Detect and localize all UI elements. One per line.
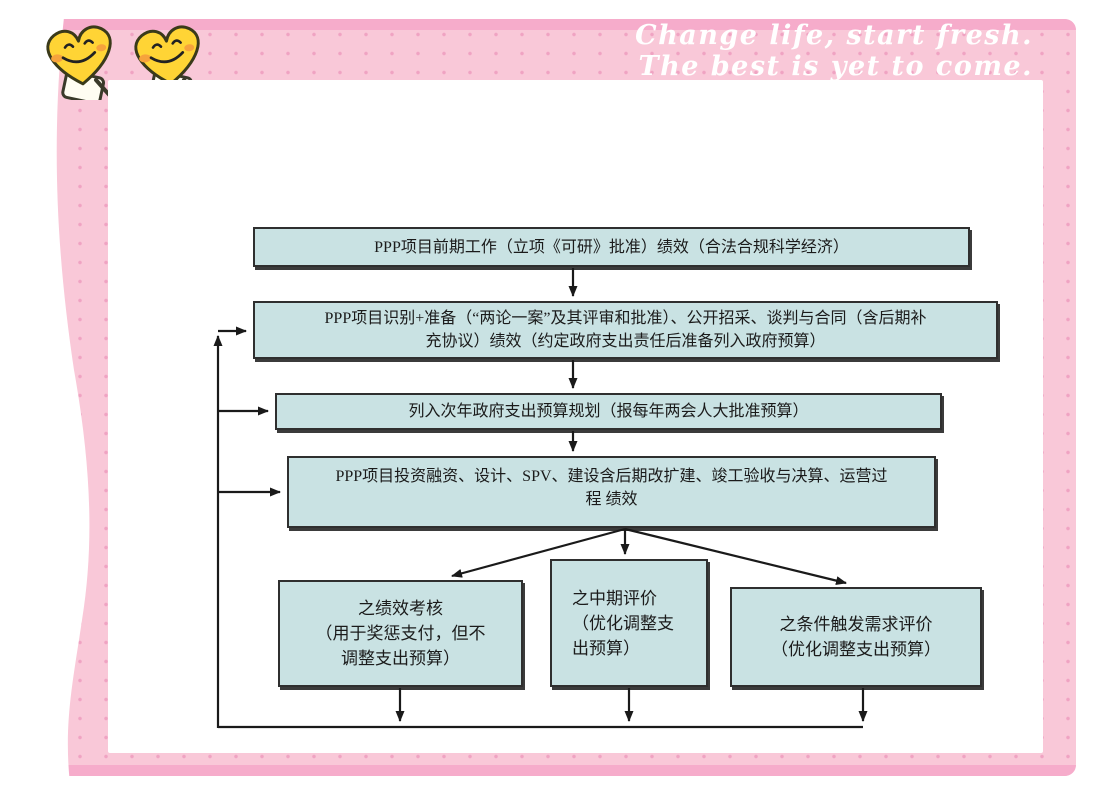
flow-box-condition-triggered-evaluation: 之条件触发需求评价 （优化调整支出预算） [730,587,982,687]
flow-box-midterm-evaluation: 之中期评价 （优化调整支 出预算） [550,559,708,687]
left-wave-decoration [0,0,90,800]
arrow-box4-to-box7 [624,527,847,585]
motto-text: Change life, start fresh. The best is ye… [635,20,1033,82]
flow-box-identification-preparation: PPP项目识别+准备（“两论一案”及其评审和批准）、公开招采、谈判与合同（含后期… [253,301,998,359]
flow-box-performance-assessment: 之绩效考核 （用于奖惩支付，但不 调整支出预算） [278,580,523,687]
motto-line-1: Change life, start fresh. [635,20,1033,51]
flow-box-preliminary-work: PPP项目前期工作（立项《可研》批准）绩效（合法合规科学经济） [253,227,970,267]
arrow-box4-to-box5 [451,527,626,578]
flow-box-annual-budget-plan: 列入次年政府支出预算规划（报每年两会人大批准预算） [275,393,942,430]
top-edge-strip [33,19,1076,30]
motto-line-2: The best is yet to come. [638,51,1033,82]
flow-box-implementation-process: PPP项目投资融资、设计、SPV、建设含后期改扩建、竣工验收与决算、运营过 程 … [287,456,936,528]
bottom-edge-strip [33,765,1076,776]
